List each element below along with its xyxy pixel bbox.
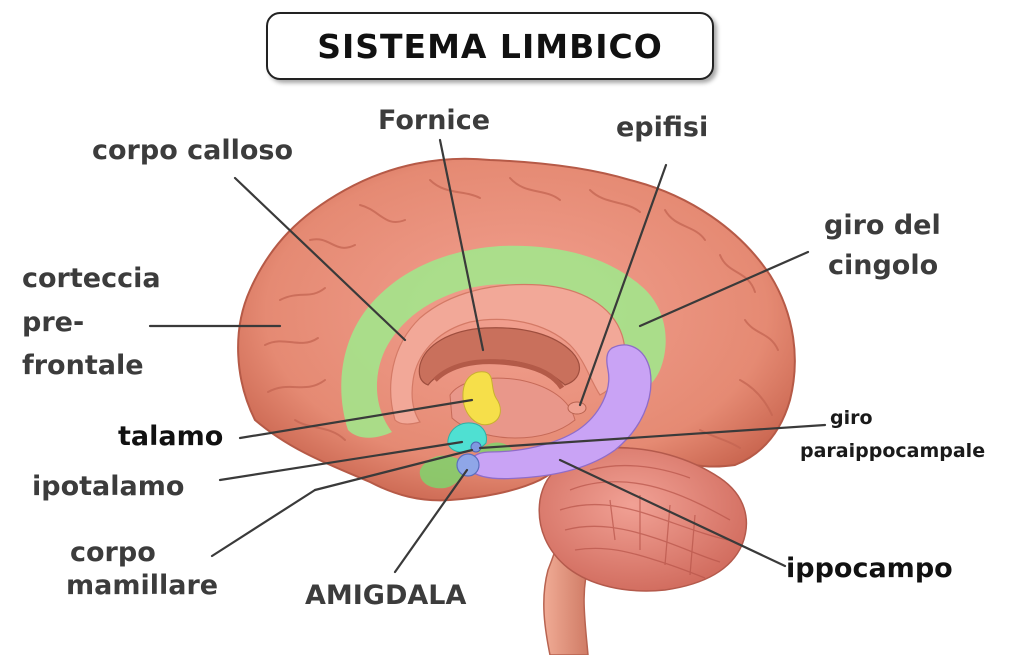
diagram-title: SISTEMA LIMBICO <box>317 27 663 66</box>
amygdala-shape <box>457 454 479 476</box>
title-box: SISTEMA LIMBICO <box>266 12 714 80</box>
label-giro-paraippocampale-2: paraippocampale <box>800 436 985 467</box>
label-corpo-calloso: corpo calloso <box>92 130 293 172</box>
label-corteccia-1: corteccia <box>22 258 161 300</box>
label-giro-del-cingolo-1: giro del <box>824 205 941 247</box>
label-talamo: talamo <box>118 416 223 458</box>
label-amigdala: AMIGDALA <box>305 575 466 617</box>
label-ipotalamo: ipotalamo <box>32 466 184 508</box>
line-corpo-mamillare <box>212 490 315 556</box>
label-giro-del-cingolo-2: cingolo <box>828 245 938 287</box>
label-corpo-mamillare-2: mamillare <box>66 565 218 607</box>
label-ippocampo: ippocampo <box>786 548 953 590</box>
label-corteccia-2: pre- <box>22 302 84 344</box>
label-fornice: Fornice <box>378 100 490 142</box>
pineal-gland-shape <box>568 402 586 414</box>
label-epifisi: epifisi <box>616 107 708 149</box>
label-corteccia-3: frontale <box>22 345 144 387</box>
label-giro-paraippocampale-1: giro <box>830 403 873 434</box>
